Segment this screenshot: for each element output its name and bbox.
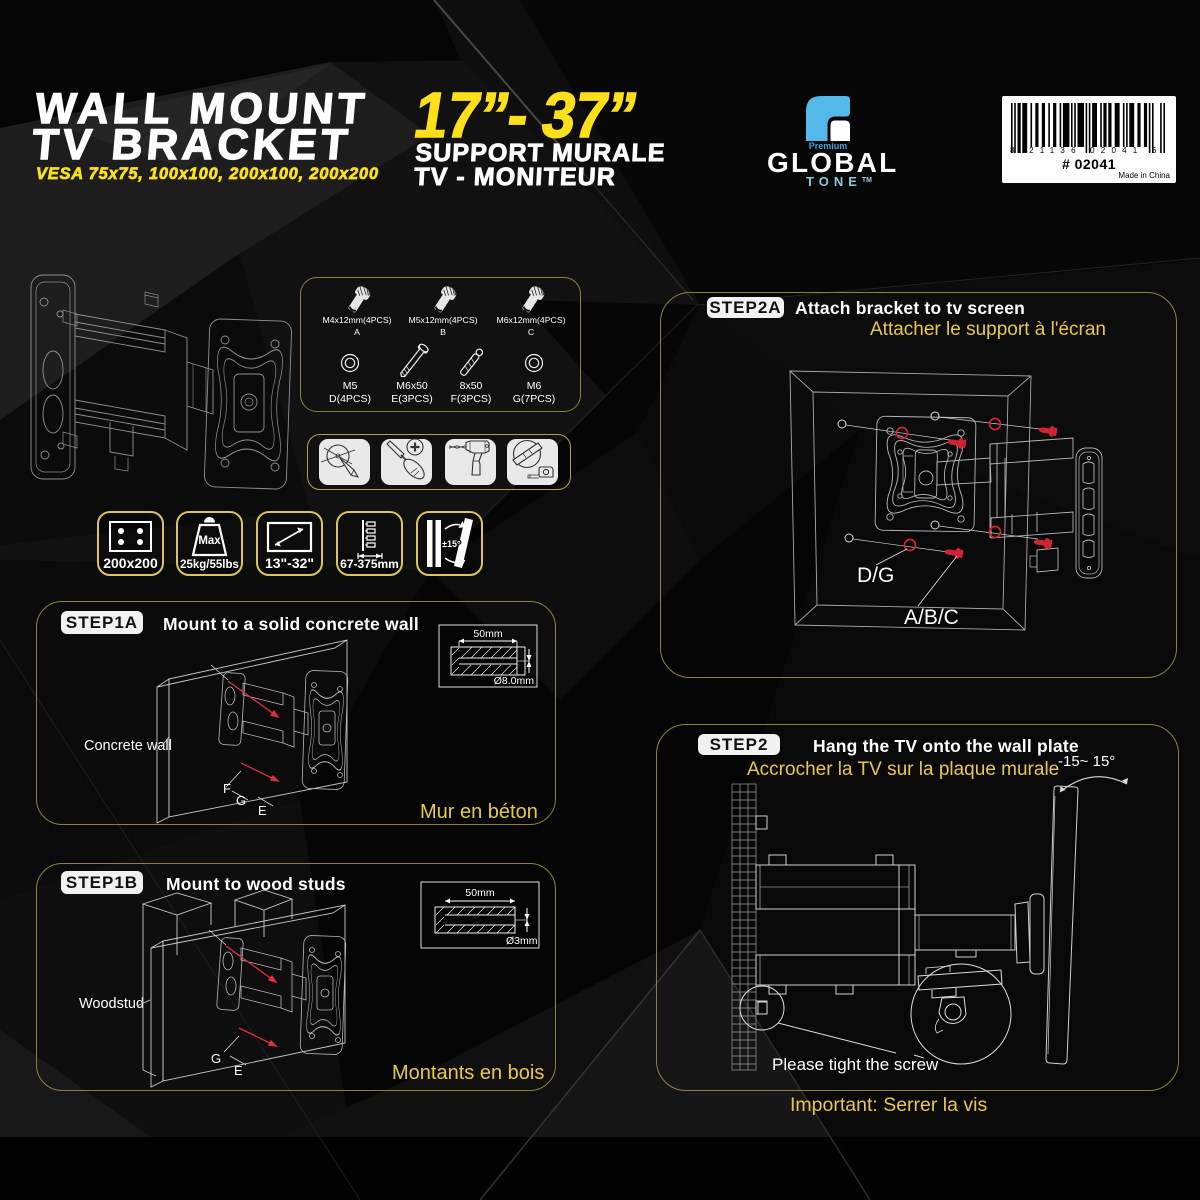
svg-text:C: C <box>528 327 534 337</box>
svg-text:F: F <box>223 781 231 796</box>
svg-text:M5: M5 <box>343 380 358 392</box>
svg-text:D(4PCS): D(4PCS) <box>329 393 371 405</box>
svg-text:M4x12mm(4PCS): M4x12mm(4PCS) <box>322 315 391 325</box>
svg-text:A: A <box>354 327 360 337</box>
svg-text:Ø8.0mm: Ø8.0mm <box>494 675 535 687</box>
svg-text:G: G <box>211 1051 221 1066</box>
svg-text:G(7PCS): G(7PCS) <box>513 393 556 405</box>
svg-text:B: B <box>440 327 446 337</box>
svg-text:D/G: D/G <box>857 564 894 587</box>
svg-text:M6: M6 <box>527 380 542 392</box>
svg-text:F(3PCS): F(3PCS) <box>451 393 492 405</box>
svg-text:Max: Max <box>198 535 221 547</box>
svg-text:M6x50: M6x50 <box>396 380 428 392</box>
svg-text:M6x12mm(4PCS): M6x12mm(4PCS) <box>496 315 565 325</box>
svg-text:50mm: 50mm <box>473 628 502 640</box>
svg-text:G: G <box>236 793 246 808</box>
svg-text:E(3PCS): E(3PCS) <box>391 393 432 405</box>
svg-text:E: E <box>258 803 267 818</box>
svg-text:M5x12mm(4PCS): M5x12mm(4PCS) <box>408 315 477 325</box>
svg-text:8x50: 8x50 <box>460 380 483 392</box>
svg-text:Ø3mm: Ø3mm <box>506 935 538 947</box>
svg-text:A/B/C: A/B/C <box>904 606 959 629</box>
svg-text:50mm: 50mm <box>465 887 494 899</box>
svg-text:±15°: ±15° <box>442 539 461 549</box>
svg-text:E: E <box>234 1063 243 1078</box>
